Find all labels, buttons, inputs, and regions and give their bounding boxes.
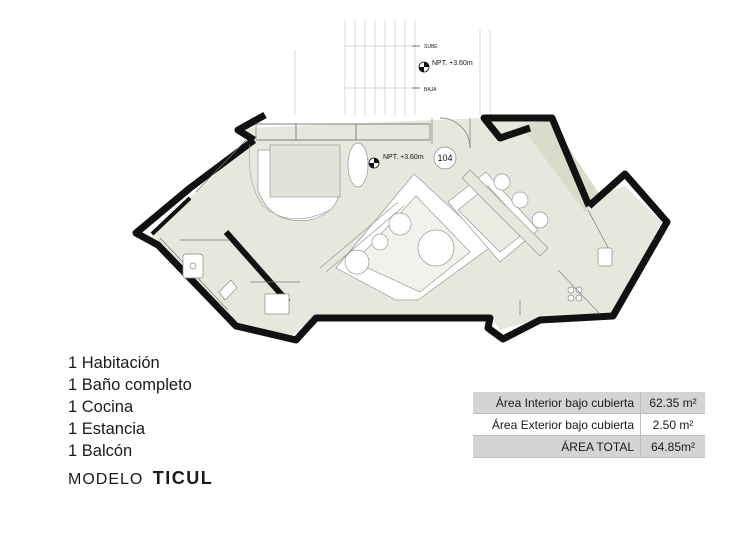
feature-list: 1 Habitación 1 Baño completo 1 Cocina 1 …	[68, 352, 192, 462]
level-label-upper: NPT. +3.60m	[432, 60, 473, 67]
bedroom-furniture	[248, 142, 369, 221]
bar-stools	[461, 169, 549, 257]
dining-chairs	[344, 212, 412, 275]
bathroom-fixtures	[182, 253, 290, 315]
feature-item: 1 Estancia	[68, 420, 146, 438]
area-label: Área Interior bajo cubierta	[473, 392, 641, 414]
area-row-exterior: Área Exterior bajo cubierta 2.50 m²	[473, 413, 705, 436]
unit-number: 104	[437, 153, 452, 163]
living-furniture	[319, 171, 539, 301]
model-prefix: MODELO	[68, 471, 144, 488]
area-value: 64.85m²	[640, 435, 705, 458]
area-value: 2.50 m²	[640, 413, 705, 436]
area-row-total: ÁREA TOTAL 64.85m²	[473, 435, 705, 458]
model-name: TICUL	[152, 468, 214, 488]
kitchen-fixtures	[557, 247, 613, 315]
area-value: 62.35 m²	[640, 392, 705, 414]
feature-item: 1 Habitación	[68, 354, 160, 372]
feature-item: 1 Balcón	[68, 442, 133, 460]
area-label: Área Exterior bajo cubierta	[473, 413, 641, 436]
stair-up-label: SUBE	[424, 44, 438, 50]
floor-plan: SUBE BAJA NPT. +3.60m	[132, 20, 671, 344]
stair-lines	[294, 20, 491, 115]
feature-item: 1 Cocina	[68, 398, 134, 416]
area-row-interior: Área Interior bajo cubierta 62.35 m²	[473, 392, 705, 414]
model-title: MODELO TICUL	[68, 468, 213, 489]
feature-item: 1 Baño completo	[68, 376, 192, 394]
stair-down-label: BAJA	[424, 87, 437, 93]
stair-arrows	[412, 45, 420, 89]
walls	[132, 111, 671, 344]
area-label: ÁREA TOTAL	[473, 435, 641, 458]
level-label-unit: NPT. +3.60m	[383, 154, 424, 161]
level-marker-unit	[368, 157, 380, 169]
interior-lines	[159, 117, 613, 315]
area-table: Área Interior bajo cubierta 62.35 m² Áre…	[473, 392, 705, 458]
level-marker-upper	[418, 61, 430, 73]
unit-number-badge	[433, 146, 457, 170]
